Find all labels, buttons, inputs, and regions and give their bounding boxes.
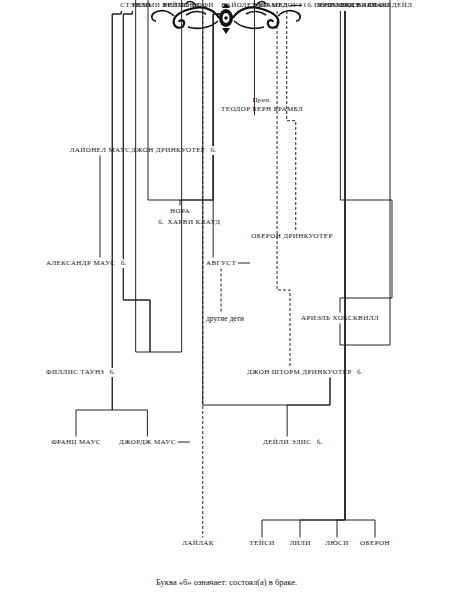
person-name: Преп.ТЕОДОР БЕРН БРАМБЛ bbox=[220, 95, 304, 115]
family-line bbox=[112, 11, 147, 437]
family-line bbox=[345, 11, 375, 538]
name-text: ДЖОН ШТОРМ ДРИНКУОТЕР bbox=[247, 368, 352, 377]
family-line bbox=[202, 11, 203, 538]
name-text: ДЖОРДЖ МАУС bbox=[119, 438, 176, 447]
family-line bbox=[238, 263, 250, 264]
name-text: ХАРВИ КЛАУД bbox=[168, 218, 221, 227]
person-name: ЭМИ МЕДОУЗ bbox=[251, 0, 303, 11]
name-text: АЛЕКСАНДР МАУС bbox=[46, 259, 115, 268]
person-name: ОБЕРОН bbox=[359, 538, 391, 549]
name-text: ЛЮСИ bbox=[325, 539, 348, 548]
name-text: АРИЭЛЬ ХОКСКВИЛЛ bbox=[301, 314, 379, 323]
name-text: ЭМИ МЕДОУЗ bbox=[252, 1, 302, 10]
person-name: ЛЮСИ bbox=[324, 538, 349, 549]
family-line bbox=[221, 269, 222, 313]
name-text: ОБЕРОН bbox=[360, 539, 390, 548]
marriage-mark: б. bbox=[306, 1, 313, 10]
person-name: другие дети bbox=[205, 313, 245, 324]
family-line bbox=[300, 11, 345, 538]
family-line bbox=[277, 11, 290, 367]
family-line bbox=[262, 11, 345, 538]
name-text: ЛИЛИ bbox=[289, 539, 310, 548]
name-text: ТЕЙСИ bbox=[249, 539, 274, 548]
person-name: СОФИ bbox=[191, 0, 215, 11]
family-line bbox=[287, 11, 296, 231]
name-text: ТЕОДОР БЕРН БРАМБЛ bbox=[221, 105, 303, 114]
name-text: ЛАЙОНЕЛ МАУС bbox=[70, 146, 131, 155]
name-text: ЛАЙЛАК bbox=[182, 539, 214, 548]
family-line bbox=[203, 0, 330, 405]
marriage-mark: б. bbox=[356, 368, 363, 377]
name-text: СТЭНЛИ bbox=[120, 1, 151, 10]
name-text: ДЕЙЛИ ЭЛИС bbox=[263, 438, 311, 447]
marriage-mark: б. bbox=[316, 438, 323, 447]
caption: Буква «б» означает: состоял(а) в браке. bbox=[0, 577, 453, 588]
family-line bbox=[123, 0, 181, 352]
marriage-mark: б. bbox=[109, 368, 116, 377]
marriage-mark: б. bbox=[120, 259, 127, 268]
marriage-mark: б. bbox=[210, 146, 217, 155]
person-name: ДЖОН ДРИНКУОТЕР bbox=[130, 145, 206, 156]
person-name: ХАРВИ КЛАУД bbox=[167, 217, 222, 228]
person-name: НОРА bbox=[169, 206, 191, 217]
person-name: ДЕЙЛИ ЭЛИС bbox=[262, 437, 312, 448]
name-text: Преп. bbox=[221, 96, 303, 105]
name-text: АВГУСТ bbox=[206, 259, 236, 268]
name-text: НОРА bbox=[170, 207, 190, 216]
person-name: ТЕЙСИ bbox=[248, 538, 275, 549]
person-name: ЛИЛИ bbox=[288, 538, 311, 549]
name-text: ДЖОН ДРИНКУОТЕР bbox=[131, 146, 205, 155]
family-line bbox=[123, 0, 150, 352]
person-name: ОБЕРОН ДРИНКУОТЕР bbox=[250, 231, 333, 242]
person-name: ДЖОРДЖ МАУС bbox=[118, 437, 177, 448]
person-name: ФИЛЛИС ТАУНЗ bbox=[45, 367, 105, 378]
person-name: АЛЕКСАНДР МАУС bbox=[45, 258, 116, 269]
person-name: ЛАЙОНЕЛ МАУС bbox=[69, 145, 132, 156]
name-text: ФРАНЦ МАУС bbox=[51, 438, 101, 447]
family-line bbox=[178, 442, 190, 443]
person-name: СТЭНЛИ bbox=[119, 0, 152, 11]
family-line bbox=[148, 0, 222, 200]
person-name: ЛАЙЛАК bbox=[181, 538, 215, 549]
name-text: ФИЛЛИС ТАУНЗ bbox=[46, 368, 104, 377]
person-name: ФРАНЦ МАУС bbox=[50, 437, 102, 448]
name-text: ОБЕРОН ДРИНКУОТЕР bbox=[251, 232, 332, 241]
person-name: ДЖОН ШТОРМ ДРИНКУОТЕР bbox=[246, 367, 353, 378]
person-name: АВГУСТ bbox=[205, 258, 237, 269]
name-text: СМОКИ БАРНАБЛ bbox=[327, 1, 391, 10]
person-name: СМОКИ БАРНАБЛ bbox=[326, 0, 392, 11]
family-line bbox=[337, 11, 345, 538]
name-text: другие дети bbox=[206, 314, 244, 323]
family-line bbox=[340, 11, 392, 313]
person-name: АРИЭЛЬ ХОКСКВИЛЛ bbox=[300, 313, 380, 324]
name-text: СОФИ bbox=[192, 1, 214, 10]
family-line bbox=[287, 378, 330, 437]
family-line bbox=[180, 11, 222, 206]
family-line bbox=[340, 0, 390, 345]
marriage-mark: б. bbox=[157, 218, 164, 227]
family-line bbox=[100, 156, 101, 258]
